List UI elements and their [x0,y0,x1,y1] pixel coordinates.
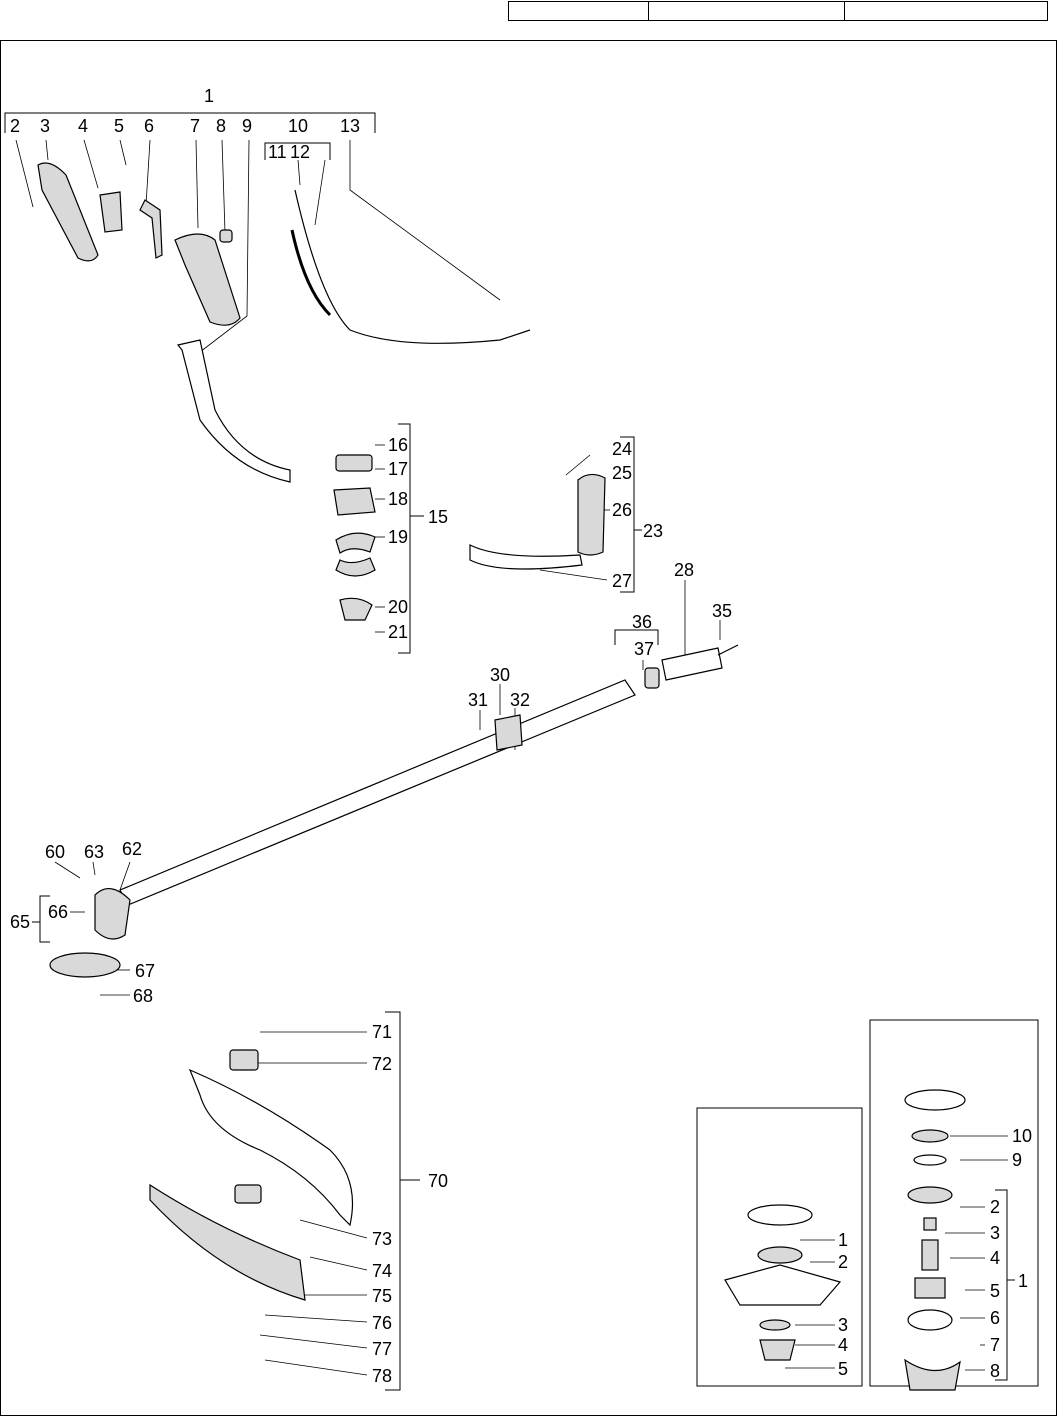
callout-30: 30 [490,665,510,685]
callout-68: 68 [133,986,153,1006]
callout-13: 13 [340,116,360,136]
callout-10: 10 [288,116,308,136]
callout-65: 65 [10,912,30,932]
callout-7: 7 [190,116,200,136]
callout-35: 35 [712,601,732,621]
head-callout-9: 9 [1012,1150,1022,1170]
callout-78: 78 [372,1366,392,1386]
head-callout-6: 6 [990,1308,1000,1328]
callout-74: 74 [372,1261,392,1281]
callout-19: 19 [388,527,408,547]
callout-27: 27 [612,571,632,591]
blade-callout-4: 4 [838,1335,848,1355]
blade-callout-1: 1 [838,1230,848,1250]
callout-18: 18 [388,489,408,509]
head-callout-5: 5 [990,1281,1000,1301]
head-callout-8: 8 [990,1361,1000,1381]
callout-11: 11 [268,142,287,162]
callout-63: 63 [84,842,104,862]
callout-9: 9 [242,116,252,136]
callout-60: 60 [45,842,65,862]
callout-72: 72 [372,1054,392,1074]
head-callout-10: 10 [1012,1126,1032,1146]
callout-32: 32 [510,690,530,710]
head-callout-4: 4 [990,1248,1000,1268]
header-table [508,1,1048,21]
callout-75: 75 [372,1286,392,1306]
callout-8: 8 [216,116,226,136]
callout-2: 2 [10,116,20,136]
callout-15: 15 [428,507,448,527]
callout-71: 71 [372,1022,392,1042]
callout-31: 31 [468,690,488,710]
callout-5: 5 [114,116,124,136]
callout-1: 1 [204,86,214,106]
blade-callout-2: 2 [838,1252,848,1272]
callout-6: 6 [144,116,154,136]
callout-28: 28 [674,560,694,580]
callout-12: 12 [290,142,310,162]
head-callout-7: 7 [990,1335,1000,1355]
head-callout-2: 2 [990,1197,1000,1217]
callout-73: 73 [372,1229,392,1249]
callout-24: 24 [612,439,632,459]
blade-callout-5: 5 [838,1359,848,1379]
callout-21: 21 [388,622,408,642]
callout-20: 20 [388,597,408,617]
callout-4: 4 [78,116,88,136]
callout-17: 17 [388,459,408,479]
callout-67: 67 [135,961,155,981]
callout-16: 16 [388,435,408,455]
callout-77: 77 [372,1339,392,1359]
header-cell-1 [509,2,649,20]
callout-26: 26 [612,500,632,520]
head-callout-1: 1 [1018,1271,1028,1291]
header-cell-2 [649,2,845,20]
callout-37: 37 [634,639,654,659]
callout-76: 76 [372,1313,392,1333]
head-callout-3: 3 [990,1223,1000,1243]
callout-62: 62 [122,839,142,859]
callout-70: 70 [428,1171,448,1191]
callout-36: 36 [632,612,652,632]
callout-66: 66 [48,902,68,922]
blade-callout-3: 3 [838,1315,848,1335]
callout-25: 25 [612,463,632,483]
callout-23: 23 [643,521,663,541]
callout-3: 3 [40,116,50,136]
